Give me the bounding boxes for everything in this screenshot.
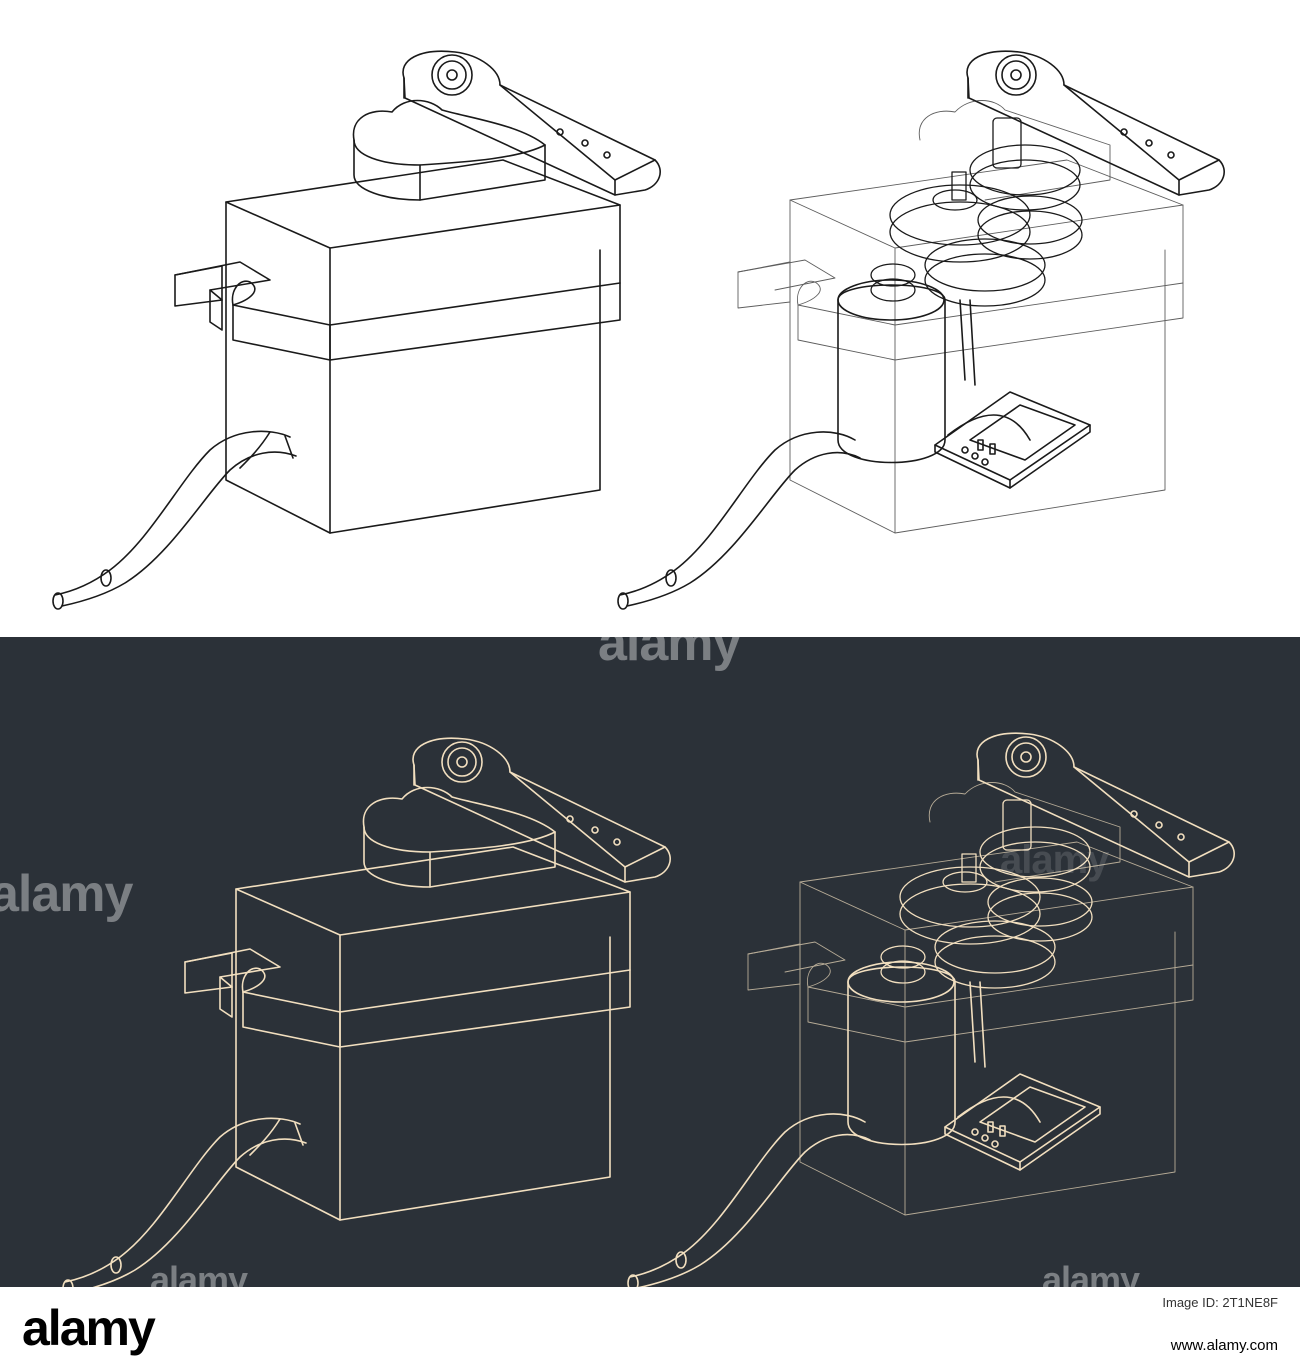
servo-illustration-transparent-dark xyxy=(627,732,1236,1287)
light-panel xyxy=(0,0,1300,637)
light-illustrations xyxy=(52,50,1226,610)
image-id-block: Image ID: 2T1NE8F xyxy=(1162,1295,1278,1310)
servo-illustration-transparent-light xyxy=(617,50,1226,610)
dark-illustrations xyxy=(62,732,1236,1287)
dark-panel xyxy=(0,637,1300,1287)
footer-bar: alamy Image ID: 2T1NE8F www.alamy.com xyxy=(0,1287,1300,1365)
servo-illustration-closed-dark xyxy=(62,737,672,1287)
servo-illustration-closed-light xyxy=(52,50,662,610)
image-id-label: Image ID: 2T1NE8F xyxy=(1162,1295,1278,1310)
site-url[interactable]: www.alamy.com xyxy=(1170,1337,1278,1354)
alamy-logo[interactable]: alamy xyxy=(22,1300,156,1356)
